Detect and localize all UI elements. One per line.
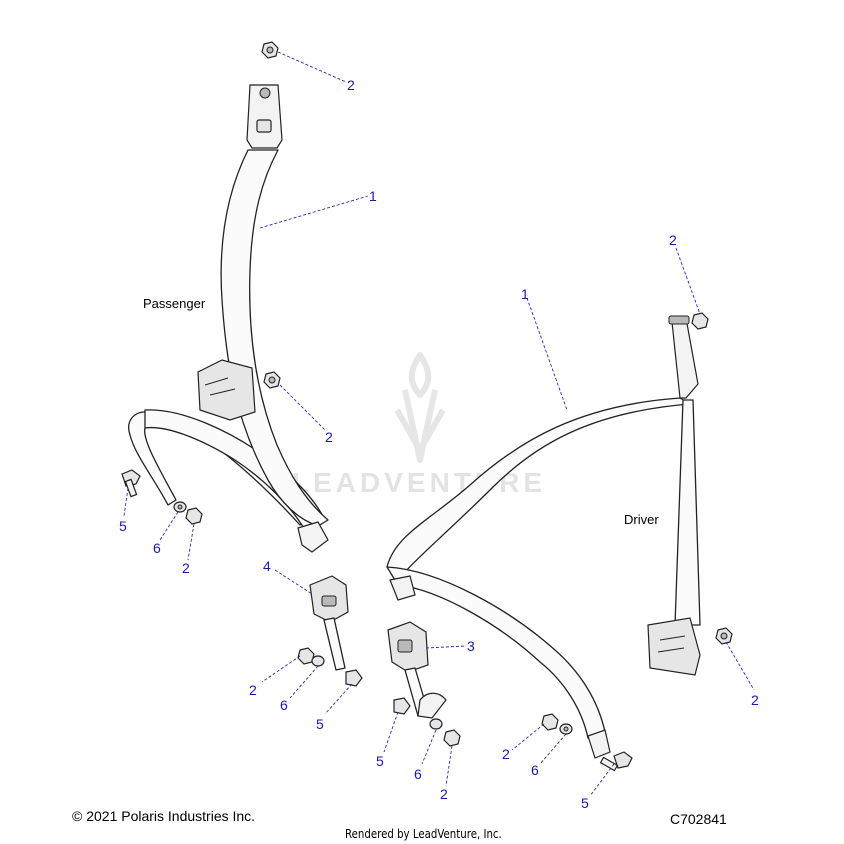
callout-buckle-left: 4: [263, 558, 271, 574]
driver-tongue: [389, 575, 416, 601]
buckle-right-button: [397, 639, 413, 653]
callout-driver-bolt: 5: [581, 795, 589, 811]
callout-buckle-left-washer: 6: [280, 697, 288, 713]
nut-hole: [268, 376, 276, 384]
callout-buckle-right-washer: 6: [414, 766, 422, 782]
callout-passenger-top-nut: 2: [347, 77, 355, 93]
driver-label: Driver: [624, 512, 659, 527]
callout-passenger-mid-nut: 2: [325, 429, 333, 445]
leader-lines: [123, 51, 755, 797]
callout-buckle-right: 3: [467, 638, 475, 654]
washer-icon: [311, 655, 325, 667]
driver-upper-guide: [671, 317, 699, 399]
copyright-text: © 2021 Polaris Industries Inc.: [72, 808, 256, 824]
diagram-id: C702841: [670, 811, 727, 827]
nut-icon: [185, 507, 203, 525]
bolt-icon: [599, 751, 633, 772]
callouts: 2 1 2 5 6 2 4 2 6 5 3 5 6 2 2 1 2 2 6 5: [119, 77, 759, 811]
passenger-anchor-hole: [259, 87, 271, 99]
leadventure-flame-logo: [394, 352, 446, 463]
callout-buckle-left-bolt: 5: [316, 716, 324, 732]
callout-driver-retractor-nut: 2: [751, 692, 759, 708]
passenger-label: Passenger: [143, 296, 206, 311]
callout-passenger-low-nut: 2: [182, 560, 190, 576]
nut-icon: [443, 729, 461, 747]
driver-retractor: [647, 617, 701, 676]
passenger-retractor: [197, 359, 256, 421]
driver-guide-bolt: [668, 315, 690, 325]
rendered-by-text: Rendered by LeadVenture, Inc.: [345, 827, 502, 841]
callout-passenger-bolt: 5: [119, 518, 127, 534]
buckle-left-stalk: [323, 617, 346, 671]
nut-hole: [266, 46, 274, 54]
nut-icon: [691, 312, 709, 330]
callout-passenger-belt: 1: [369, 188, 377, 204]
buckle-right-assembly: [387, 621, 461, 747]
callout-buckle-right-nut: 2: [440, 786, 448, 802]
callout-buckle-right-bolt: 5: [376, 753, 384, 769]
buckle-left-assembly: [297, 575, 363, 687]
callout-passenger-washer: 6: [153, 540, 161, 556]
watermark: LEADVENTURE: [292, 352, 542, 498]
buckle-left-button: [321, 595, 337, 607]
nut-icon: [541, 713, 559, 731]
bolt-icon: [121, 469, 141, 498]
bolt-icon: [393, 697, 411, 715]
passenger-anchor-clip: [256, 119, 272, 133]
buckle-right-bracket: [417, 692, 447, 719]
driver-lower-anchor: [587, 729, 611, 759]
callout-buckle-left-nut: 2: [249, 682, 257, 698]
passenger-shoulder-strap: [220, 149, 329, 527]
bolt-icon: [345, 669, 363, 687]
callout-driver-washer: 6: [531, 762, 539, 778]
passenger-upper-anchor: [246, 84, 283, 149]
washer-icon: [429, 718, 443, 730]
callout-driver-low-nut: 2: [502, 746, 510, 762]
driver-hardware: [541, 312, 733, 772]
driver-belt-assembly: [386, 315, 701, 759]
driver-vertical-webbing: [674, 399, 701, 626]
callout-driver-belt: 1: [521, 286, 529, 302]
callout-driver-top-nut: 2: [669, 232, 677, 248]
passenger-belt-assembly: [128, 84, 329, 553]
passenger-lower-tongue: [297, 521, 329, 553]
